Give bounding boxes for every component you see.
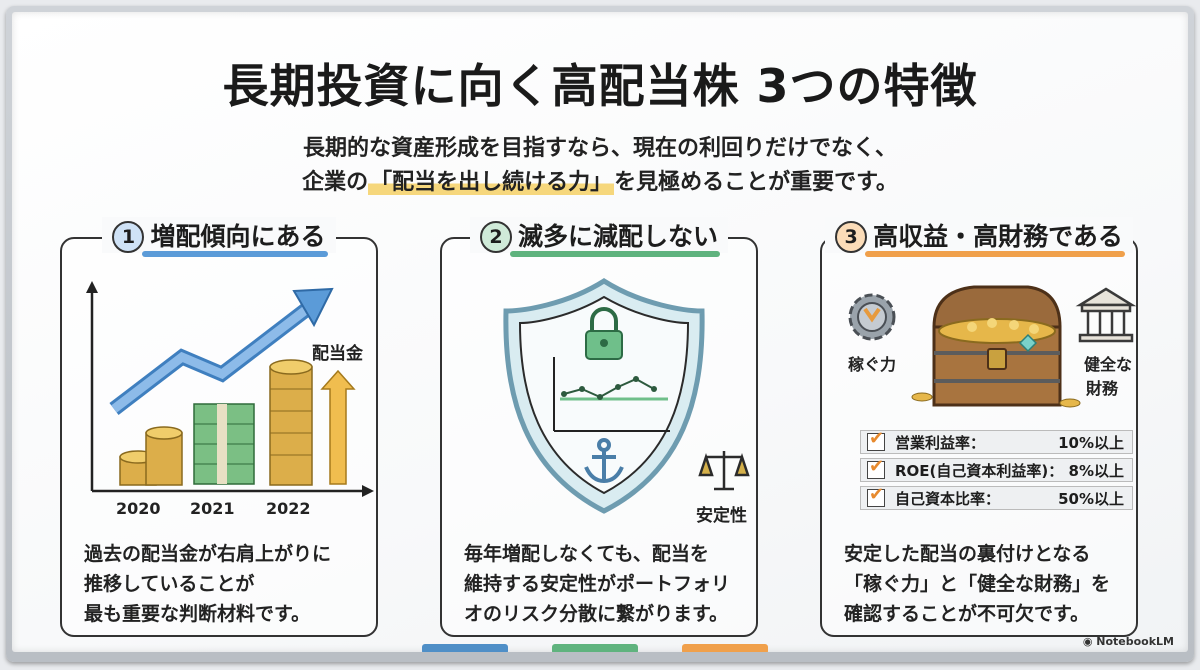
treasure-chest-illustration [848,285,1137,408]
card-3-underline [865,251,1125,257]
number-badge-3: 3 [835,221,868,253]
checkbox-icon [867,484,885,507]
year-label-2022: 2022 [266,499,311,518]
metric-equity-ratio: 自己資本比率： 50%以上 [860,484,1133,510]
lock-icon [585,307,623,360]
subtitle-line-1: 長期的な資産形成を目指すなら、現在の利回りだけでなく、 [302,136,897,161]
dividend-growth-illustration [86,281,374,497]
stability-label: 安定性 [696,506,747,526]
up-arrow [320,369,356,485]
subtitle-pre: 企業の [302,170,369,195]
bank-building-icon [1075,287,1137,343]
marker-green [552,644,638,652]
whiteboard: 長期投資に向く高配当株 3つの特徴 長期的な資産形成を目指すなら、現在の利回りだ… [12,12,1188,652]
earning-power-label: 稼ぐ力 [848,355,897,374]
subtitle-line-2: 企業の「配当を出し続ける力」を見極めることが重要です。 [12,164,1188,196]
number-badge-1: 1 [112,221,145,253]
shield-illustration [503,278,750,514]
year-label-2021: 2021 [190,499,235,518]
card-3-description: 安定した配当の裏付けとなる 「稼ぐ力」と「健全な財務」を 確認することが不可欠で… [844,543,1111,625]
healthy-finance-label-1: 健全な [1084,355,1133,374]
checkbox-icon [867,428,885,451]
subtitle-post: を見極めることが重要です。 [614,170,898,195]
card-2-underline [509,251,720,257]
subtitle-highlight-text: 「配当を出し続ける力」 [368,170,615,195]
anchor-icon [584,438,624,484]
healthy-finance-label-2: 財務 [1086,379,1119,398]
metric-roe: ROE(自己資本利益率)： 8%以上 [860,456,1133,482]
marker-blue [422,644,508,652]
card-1-description: 過去の配当金が右肩上がりに 推移していることが 最も重要な判断材料です。 [84,543,332,625]
dividend-label: 配当金 [312,344,363,364]
page-title: 長期投資に向く高配当株 3つの特徴 [206,50,994,119]
notebook-icon: ◉ [1082,635,1097,648]
title-text: 長期投資に向く高配当株 3つの特徴 [222,59,978,113]
gear-icon [848,293,896,341]
balance-scale-icon [698,451,750,491]
metric-operating-margin: 営業利益率： 10%以上 [860,428,1133,454]
card-3-heading: 高収益・高財務である [873,222,1123,251]
coin-stack-tall [269,359,313,486]
card-1-heading: 増配傾向にある [150,222,326,251]
card-2-description: 毎年増配しなくても、配当を 維持する安定性がポートフォリ オのリスク分散に繋がり… [464,543,731,625]
coin-stack-small [119,426,183,486]
card-1-underline [142,251,328,257]
card-2-heading: 滅多に減配しない [517,222,718,251]
checkbox-icon [867,456,885,479]
title-area: 長期投資に向く高配当株 3つの特徴 [12,50,1188,119]
number-badge-2: 2 [479,221,512,253]
brand-watermark: ◉ NotebookLM [1082,635,1174,648]
marker-orange [682,644,768,652]
cash-bundles [193,403,255,485]
year-label-2020: 2020 [116,499,161,518]
